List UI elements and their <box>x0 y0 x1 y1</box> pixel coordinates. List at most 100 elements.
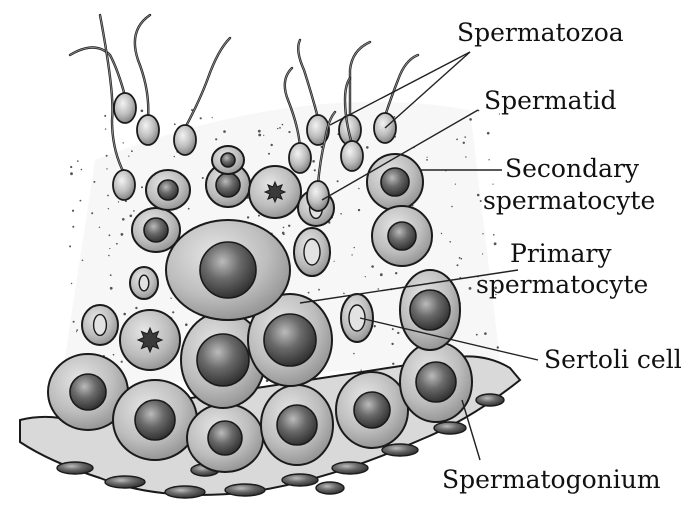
membrane-nucleus <box>315 481 345 495</box>
stipple-dot <box>106 168 108 170</box>
stipple-dot <box>351 254 353 256</box>
stipple-dot <box>307 291 310 294</box>
stipple-dot <box>494 286 498 290</box>
stipple-dot <box>282 226 285 229</box>
stipple-dot <box>353 352 355 355</box>
stipple-dot <box>108 254 110 257</box>
leader-primary <box>299 269 519 304</box>
stipple-dot <box>201 177 204 179</box>
stipple-dot <box>75 331 78 333</box>
stipple-dot <box>476 193 480 197</box>
stipple-dot <box>392 362 395 365</box>
stipple-dot <box>454 183 456 185</box>
membrane-nucleus <box>331 461 369 475</box>
cell <box>399 269 461 351</box>
stipple-dot <box>258 214 260 217</box>
stipple-dot <box>93 180 96 183</box>
stipple-dot <box>279 127 281 129</box>
cell <box>112 379 198 461</box>
stipple-dot <box>343 292 345 295</box>
stipple-dot <box>493 242 497 246</box>
stipple-dot <box>263 134 265 136</box>
leader-spermatid <box>321 109 479 201</box>
leader-sertoli <box>359 317 539 361</box>
stipple-dot <box>477 109 480 112</box>
cell <box>145 169 191 211</box>
cell <box>129 266 159 300</box>
stipple-dot <box>71 209 75 212</box>
stipple-dot <box>358 187 360 190</box>
stipple-dot <box>72 320 75 323</box>
spermatozoon <box>98 13 136 201</box>
stipple-dot <box>333 260 335 262</box>
label-primary-line1: Primary <box>510 239 612 268</box>
stipple-dot <box>77 160 79 162</box>
stipple-dot <box>128 155 130 157</box>
stipple-dot <box>107 194 109 197</box>
stipple-dot <box>462 141 465 144</box>
stipple-dot <box>288 224 291 227</box>
cell <box>260 384 334 466</box>
cell <box>211 145 245 175</box>
stipple-dot <box>131 150 133 153</box>
cell <box>165 219 291 321</box>
cell <box>335 371 409 449</box>
stipple-dot <box>79 199 82 202</box>
stipple-dot <box>451 205 453 208</box>
cell <box>340 293 374 343</box>
stipple-dot <box>105 154 108 157</box>
stipple-dot <box>281 123 284 126</box>
stipple-dot <box>140 109 144 113</box>
stipple-dot <box>482 279 485 282</box>
cell <box>399 341 473 423</box>
stipple-dot <box>91 212 94 215</box>
stipple-dot <box>98 226 101 228</box>
membrane-nucleus <box>475 393 505 407</box>
cell <box>366 153 424 211</box>
stipple-dot <box>277 127 279 130</box>
stipple-dot <box>364 276 366 278</box>
membrane-nuclei <box>56 393 505 499</box>
stipple-dot <box>482 233 484 235</box>
stipple-dot <box>377 288 380 290</box>
membrane-nucleus <box>164 485 206 499</box>
cell <box>247 293 333 387</box>
spermatozoa-group <box>68 13 420 212</box>
spermatozoon <box>340 76 364 172</box>
stipple-dot <box>468 287 472 290</box>
membrane-nucleus <box>433 421 467 435</box>
stipple-dot <box>70 165 73 169</box>
cell-layer <box>47 145 473 473</box>
stipple-dot <box>397 331 400 335</box>
stipple-dot <box>391 342 394 346</box>
cell <box>248 165 302 219</box>
stipple-dot <box>70 282 73 285</box>
leader-spermatozoa-1 <box>329 51 471 126</box>
cell <box>119 309 181 371</box>
stipple-dot <box>120 360 123 363</box>
stipple-dot <box>109 286 113 290</box>
stipple-dot <box>484 332 487 335</box>
stipple-dot <box>141 186 143 189</box>
stipple-dot <box>133 210 135 212</box>
stipple-dot <box>258 133 262 137</box>
label-spermatozoa: Spermatozoa <box>457 18 624 47</box>
label-secondary-line2: spermatocyte <box>483 186 655 215</box>
stipple-dot <box>104 114 107 117</box>
stipple-dot <box>313 169 316 172</box>
leader-spermatozoa-2 <box>384 51 471 129</box>
stipple-dot <box>395 272 398 275</box>
membrane-nucleus <box>224 483 266 497</box>
stipple-dot <box>116 242 118 245</box>
stipple-dot <box>81 259 84 262</box>
stipple-dot <box>173 155 175 158</box>
label-sertoli: Sertoli cell <box>544 345 682 374</box>
stipple-dot <box>282 233 285 236</box>
stipple-dot <box>492 183 494 185</box>
stipple-dot <box>129 214 133 218</box>
spermatozoon <box>297 38 330 146</box>
spermatozoon <box>173 36 232 156</box>
cell <box>293 227 331 277</box>
stipple-dot <box>312 160 315 163</box>
